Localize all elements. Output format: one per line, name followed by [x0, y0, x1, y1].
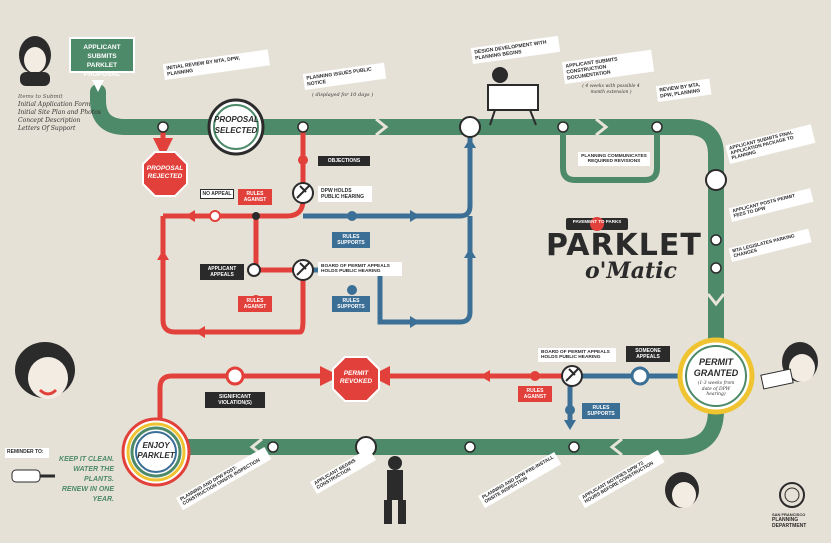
- direction-chevron: [595, 117, 609, 137]
- blue-appeal-line: [567, 373, 690, 425]
- permit-revoked-station: [332, 356, 380, 402]
- gavel-icon: [292, 182, 314, 204]
- blue-arrow: [410, 316, 420, 328]
- revision-loop-line: [560, 127, 660, 183]
- gavel-icon: [292, 259, 314, 281]
- blue-arrow: [410, 210, 420, 222]
- hand-icon: [11, 469, 55, 483]
- parklet-logo: [566, 217, 628, 231]
- blue-arrow: [564, 420, 576, 430]
- red-arrow: [195, 326, 205, 338]
- red-arrow: [480, 370, 490, 382]
- worker-illustration: [384, 456, 406, 524]
- red-objection-line: [160, 216, 306, 335]
- main-route-line: [90, 84, 724, 455]
- red-violation-line: [157, 366, 340, 447]
- gavel-icon: [561, 365, 583, 387]
- direction-chevron: [706, 293, 726, 307]
- woman-right-illustration: [760, 342, 818, 390]
- phone-woman-illustration: [19, 36, 51, 86]
- sf-seal-icon: [779, 482, 805, 508]
- direction-chevron: [375, 117, 389, 137]
- blue-support-line-2: [303, 216, 473, 325]
- blue-arrow: [464, 248, 476, 258]
- blue-support-line: [303, 127, 473, 219]
- stops: [157, 121, 722, 453]
- drafting-man-illustration: [487, 67, 539, 126]
- woman-phone-bottom-illustration: [665, 472, 699, 508]
- enjoy-parklet-station: [121, 417, 191, 487]
- permit-granted-station: [677, 337, 755, 415]
- red-arrow: [157, 250, 169, 260]
- woman-bottom-left-illustration: [15, 342, 75, 399]
- start-box: [69, 37, 135, 73]
- proposal-rejected-station: [142, 151, 188, 197]
- red-arrow: [185, 210, 195, 222]
- blue-arrow: [464, 138, 476, 148]
- start-pointer: [92, 80, 104, 92]
- proposal-selected-station: [207, 98, 265, 156]
